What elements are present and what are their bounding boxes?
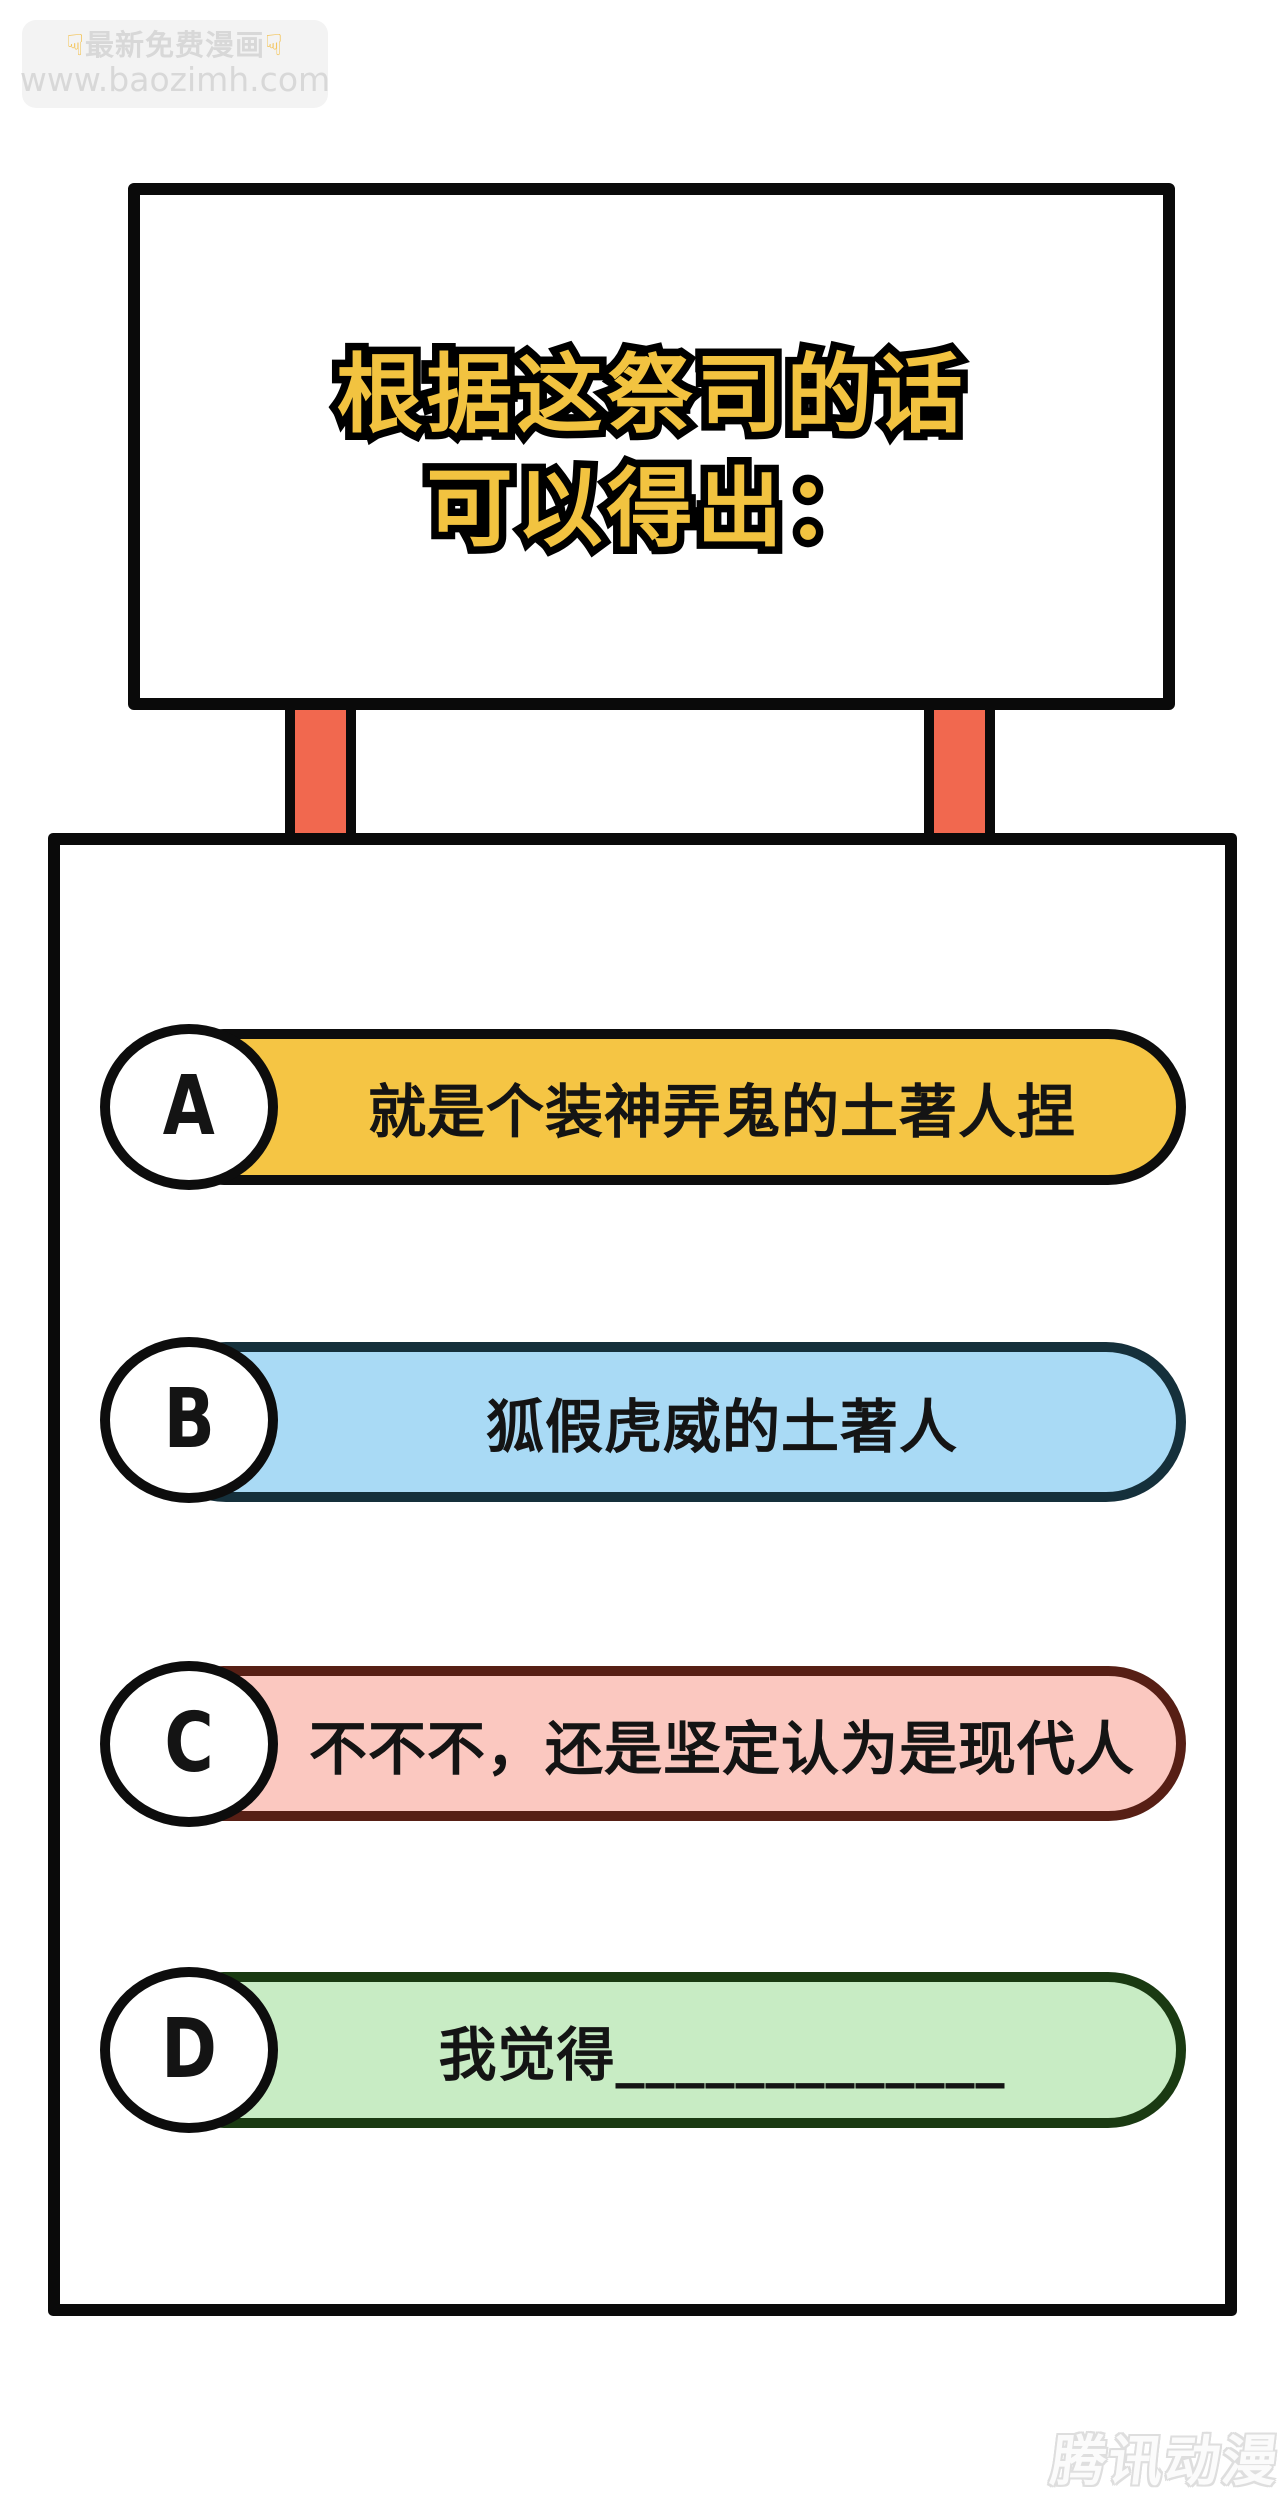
option-c-letter: C [164,1696,214,1791]
option-d-button[interactable]: D 我觉得_____________ [100,1967,1186,2133]
option-d-letter: D [161,2002,217,2097]
option-a-letter: A [162,1059,216,1154]
platform-logo-watermark: 腾讯动漫 [1047,2429,1280,2493]
option-a-button[interactable]: A 就是个装神弄鬼的土著人捏 [100,1024,1186,1190]
hand-down-icon: ☟ [265,27,284,62]
option-c-button[interactable]: C 不不不，还是坚定认为是现代人 [100,1661,1186,1827]
watermark-line1: ☟最新免费漫画☟ [66,27,284,62]
option-d-label: 我觉得_____________ [438,2021,1006,2089]
sign-post-right [924,703,995,845]
option-c-label: 不不不，还是坚定认为是现代人 [308,1714,1135,1783]
option-b-letter-badge: B [100,1337,278,1503]
sign-post-left [285,703,356,845]
question-sign-board: 根据这祭司的话 根据这祭司的话 可以得出： 可以得出： [128,183,1175,710]
question-line-1-outline: 根据这祭司的话 [329,344,970,445]
question-line-2-outline: 可以得出： [419,458,880,559]
question-line-1: 根据这祭司的话 根据这祭司的话 [329,344,970,445]
option-a-label: 就是个装神弄鬼的土著人捏 [367,1078,1076,1146]
option-a-pill-background [146,1029,1186,1185]
option-b-pill-background [146,1342,1186,1502]
site-watermark-badge: ☟最新免费漫画☟ www.baozimh.com [19,20,331,108]
option-b-button[interactable]: B 狐假虎威的土著人 [100,1337,1186,1503]
option-a-letter-badge: A [100,1024,278,1190]
option-b-label: 狐假虎威的土著人 [485,1393,958,1461]
option-d-pill-background [146,1972,1186,2128]
option-d-letter-badge: D [100,1967,278,2133]
question-line-2-fill: 可以得出： [426,458,877,559]
hand-down-icon: ☟ [66,27,85,62]
question-line-1-fill: 根据这祭司的话 [336,344,967,445]
option-c-pill-background [146,1666,1186,1821]
option-b-letter: B [163,1372,215,1467]
option-c-letter-badge: C [100,1661,278,1827]
watermark-site-slogan: 最新免费漫画 [84,27,265,62]
watermark-site-url: www.baozimh.com [19,59,331,99]
question-line-2: 可以得出： 可以得出： [419,458,880,559]
